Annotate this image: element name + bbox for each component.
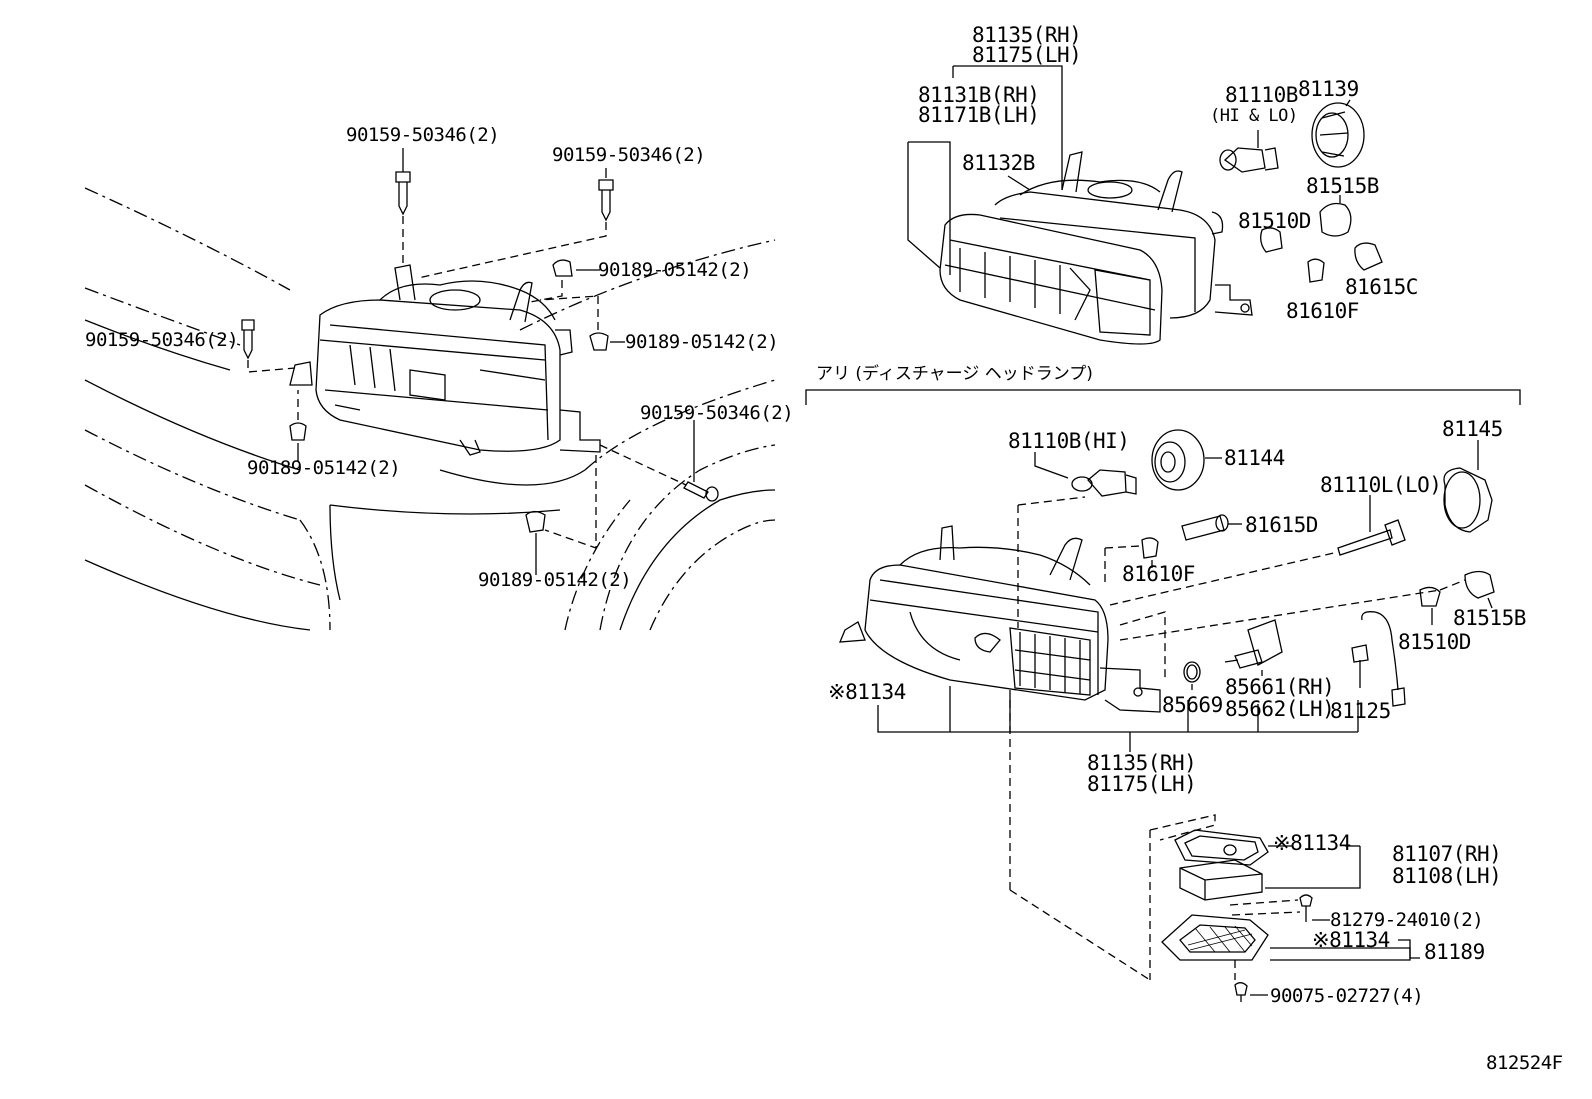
ballast-assembly [1150,815,1420,1002]
top-right-headlamp [908,66,1382,344]
label-bolt-right: 90159-50346(2) [640,402,794,424]
section-title: アリ (ディスチャージ ヘッドランプ) [816,364,1093,384]
label-screw-ballast: 81279-24010(2) [1330,909,1484,931]
label-oring: 85669 [1162,693,1223,717]
label-socket-top: 81515B [1306,174,1379,198]
label-socket-c: 81615C [1345,275,1418,299]
label-ballast-rh: 81107(RH) [1392,842,1502,866]
label-bulb-lo: 81110L(LO) [1320,473,1442,497]
label-assy-rh-top: 81135(RH) [972,23,1082,47]
label-bolt-top1: 90159-50346(2) [346,124,500,146]
label-cover-81189: 81189 [1424,940,1485,964]
label-bulb-hilo-note: (HI & LO) [1210,106,1298,126]
label-cover-top: 81139 [1298,77,1359,101]
label-clip-bottom-left: 90189-05142(2) [247,457,401,479]
diagram-id: 812524F [1486,1052,1563,1074]
discharge-headlamp [840,430,1494,980]
label-act-rh: 85661(RH) [1225,675,1335,699]
label-bulb-hi: 81110B(HI) [1008,429,1130,453]
label-lens: 81132B [962,151,1035,175]
label-bulb-f-top: 81610F [1286,299,1359,323]
label-clip-bottom: 90189-05142(2) [478,569,632,591]
label-unit-rh: 81131B(RH) [918,83,1040,107]
label-gasket3: ※81134 [1312,928,1390,952]
label-clip-right: 90189-05142(2) [625,331,779,353]
label-assy-rh-bot: 81135(RH) [1087,751,1197,775]
label-assy-lh-bot: 81175(LH) [1087,772,1197,796]
label-socket-d: 81615D [1245,513,1318,537]
label-gasket2: ※81134 [1273,831,1351,855]
section-bracket [806,390,1520,405]
label-cover-81145: 81145 [1442,417,1503,441]
label-act-lh: 85662(LH) [1225,697,1335,721]
vehicle-body-outline [85,188,775,630]
left-fasteners [242,148,718,575]
label-clip-top: 90189-05142(2) [598,259,752,281]
left-headlamp-assembly [290,265,600,455]
label-assy-lh-top: 81175(LH) [972,43,1082,67]
label-bulb-hilo: 81110B [1225,83,1298,107]
label-cover-81144: 81144 [1224,446,1285,470]
label-gasket: ※81134 [828,680,906,704]
label-bolt-top2: 90159-50346(2) [552,144,706,166]
label-screw-bottom: 90075-02727(4) [1270,985,1424,1007]
label-bolt-left: 90159-50346(2) [85,329,239,351]
label-ballast-lh: 81108(LH) [1392,864,1502,888]
label-unit-lh: 81171B(LH) [918,103,1040,127]
label-bulb-small-top: 81510D [1238,209,1311,233]
label-bulb-d: 81510D [1398,630,1471,654]
label-socket-b: 81515B [1453,606,1526,630]
label-wire: 81125 [1330,699,1391,723]
label-bulb-f: 81610F [1122,562,1195,586]
